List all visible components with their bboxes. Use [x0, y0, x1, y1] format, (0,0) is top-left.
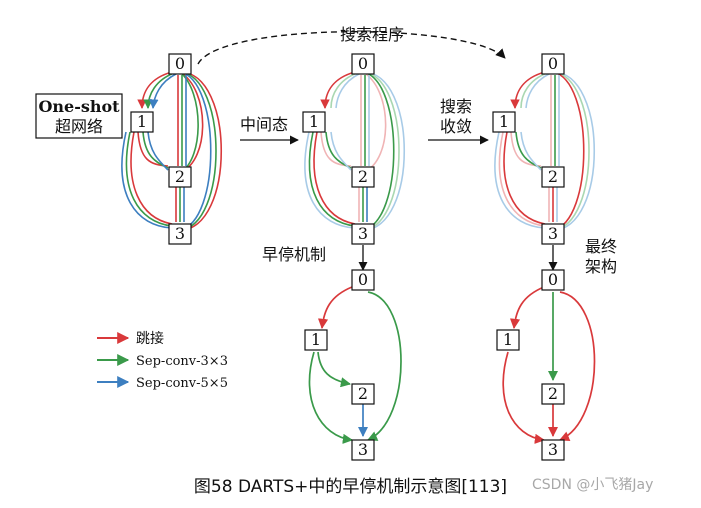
node-label: 0 [358, 270, 368, 289]
early-stopped-graph [308, 286, 402, 444]
oneshot-label-line1: One-shot [38, 97, 120, 116]
converged-graph [494, 71, 595, 231]
supernet-node-1 [130, 111, 154, 133]
node-label: 3 [358, 440, 368, 459]
converged-node-3 [541, 223, 565, 245]
early-stop-node-3 [351, 439, 375, 461]
node-label: 1 [499, 112, 509, 131]
node-label: 0 [175, 54, 185, 73]
node-label: 2 [175, 167, 185, 186]
node-label: 1 [503, 330, 513, 349]
legend: 跳接 Sep-conv-3×3 Sep-conv-5×5 [97, 330, 228, 391]
converged-node-1 [492, 111, 516, 133]
intermediate-node-2 [351, 166, 375, 188]
early-stop-node-0 [351, 269, 375, 291]
converge-label-line2: 收敛 [440, 117, 472, 136]
node-label: 1 [137, 112, 147, 131]
search-process-arrow [197, 31, 506, 65]
final-node-3 [541, 439, 565, 461]
intermediate-graph [304, 71, 405, 231]
node-label: 0 [548, 270, 558, 289]
node-label: 2 [548, 167, 558, 186]
intermediate-node-3 [351, 223, 375, 245]
node-label: 3 [548, 440, 558, 459]
converged-node-0 [541, 53, 565, 75]
final-arch-graph [502, 286, 596, 444]
node-label: 0 [548, 54, 558, 73]
watermark: CSDN @小飞猪Jay [532, 477, 654, 493]
converge-label-line1: 搜索 [440, 97, 472, 116]
node-label: 1 [309, 112, 319, 131]
oneshot-label-box [35, 93, 123, 139]
figure-caption: 图58 DARTS+中的早停机制示意图[113] [193, 477, 508, 497]
supernet-graph [121, 71, 222, 231]
node-label: 2 [358, 384, 368, 403]
early-stop-node-1 [304, 329, 328, 351]
converged-node-2 [541, 166, 565, 188]
supernet-node-3 [168, 223, 192, 245]
intermediate-node-1 [302, 111, 326, 133]
node-label: 1 [311, 330, 321, 349]
node-label: 2 [358, 167, 368, 186]
legend-label-sepconv3: Sep-conv-3×3 [136, 354, 228, 369]
final-label-line1: 最终 [585, 237, 617, 256]
final-node-1 [496, 329, 520, 351]
node-label: 0 [358, 54, 368, 73]
intermediate-node-0 [351, 53, 375, 75]
node-label: 2 [548, 384, 558, 403]
intermediate-label: 中间态 [240, 115, 288, 134]
node-label: 3 [548, 224, 558, 243]
final-node-0 [541, 269, 565, 291]
early-stop-label: 早停机制 [262, 245, 326, 264]
final-node-2 [541, 383, 565, 405]
supernet-node-2 [168, 166, 192, 188]
node-label: 3 [175, 224, 185, 243]
legend-label-skip: 跳接 [136, 330, 164, 347]
legend-label-sepconv5: Sep-conv-5×5 [136, 376, 228, 391]
supernet-node-0 [168, 53, 192, 75]
final-label-line2: 架构 [585, 257, 617, 276]
search-process-label: 搜索程序 [340, 25, 404, 44]
oneshot-label-line2: 超网络 [55, 117, 103, 136]
node-label: 3 [358, 224, 368, 243]
early-stop-node-2 [351, 383, 375, 405]
